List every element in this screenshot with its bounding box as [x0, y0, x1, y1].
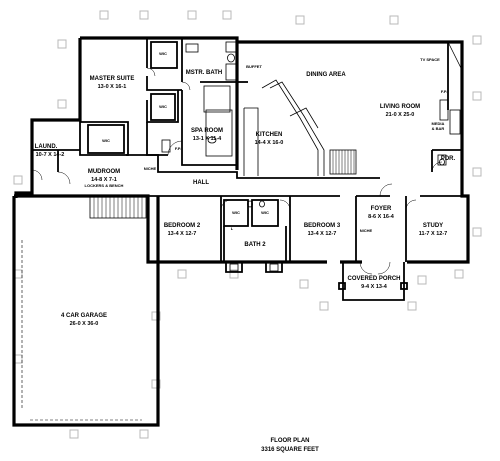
media-label: MEDIA	[432, 121, 445, 126]
fp-living-label: F.P.	[441, 89, 447, 94]
garage-size: 26-0 X 36-0	[70, 321, 99, 327]
bedroom2-size: 13-4 X 12-7	[168, 231, 197, 237]
linen-label: L	[231, 226, 234, 231]
covered-porch-label: COVERED PORCH	[347, 276, 400, 282]
wic-laundry: WIC	[102, 138, 110, 143]
buffet-label: BUFFET	[246, 64, 262, 69]
dining-area-label: DINING AREA	[306, 72, 346, 78]
master-suite-label: MASTER SUITE	[90, 76, 135, 82]
foyer-label: FOYER	[371, 206, 392, 212]
wic-bath-1: WIC	[232, 210, 240, 215]
bar-label: & BAR	[432, 126, 445, 131]
niche-hall-label: NICHE	[144, 166, 157, 171]
master-suite-size: 13-0 X 16-1	[98, 84, 127, 90]
kitchen-size: 14-4 X 16-0	[255, 140, 284, 146]
covered-porch-size: 9-4 X 13-4	[361, 284, 388, 290]
study-size: 11-7 X 12-7	[419, 231, 447, 237]
bedroom2-label: BEDROOM 2	[164, 223, 201, 229]
spa-room-label: SPA ROOM	[191, 128, 223, 134]
fixtures	[161, 41, 461, 208]
door-swings	[31, 67, 443, 275]
wic-master-2: WIC	[159, 104, 167, 109]
wic-bath-2: WIC	[261, 210, 269, 215]
exterior-walls	[12, 36, 470, 427]
hall-label: HALL	[193, 180, 209, 186]
living-room-label: LIVING ROOM	[380, 104, 420, 110]
fp-spa-label: F.P.	[175, 146, 181, 151]
study-label: STUDY	[423, 223, 443, 229]
bedroom3-label: BEDROOM 3	[304, 223, 341, 229]
foyer-size: 8-6 X 16-4	[368, 214, 395, 220]
wic-master-1: WIC	[159, 51, 167, 56]
garage-door	[21, 240, 142, 421]
niche-foyer-label: NICHE	[360, 228, 373, 233]
kitchen-label: KITCHEN	[256, 132, 283, 138]
laundry-label: LAUND.	[35, 144, 58, 150]
garage-label: 4 CAR GARAGE	[61, 313, 107, 319]
mstr-bath-label: MSTR. BATH	[186, 70, 223, 76]
bedroom3-size: 13-4 X 12-7	[308, 231, 337, 237]
laundry-size: 10-7 X 14-2	[36, 152, 65, 158]
living-room-size: 21-0 X 25-0	[386, 112, 415, 118]
spa-room-size: 13-1 X 11-4	[193, 136, 222, 142]
bath2-label: BATH 2	[244, 242, 266, 248]
mudroom-size: 14-8 X 7-1	[91, 177, 117, 183]
floor-plan-title: FLOOR PLAN	[271, 438, 310, 444]
floor-plan-area: 3316 SQUARE FEET	[261, 447, 319, 453]
mudroom-note: LOCKERS & BENCH	[85, 183, 124, 188]
stairs	[89, 149, 357, 219]
pdr-label: PDR.	[441, 156, 456, 162]
interior-walls	[31, 38, 463, 301]
mudroom-label: MUDROOM	[88, 169, 120, 175]
kitchen-counters	[243, 79, 325, 176]
tv-space-label: TV SPACE	[420, 57, 440, 62]
